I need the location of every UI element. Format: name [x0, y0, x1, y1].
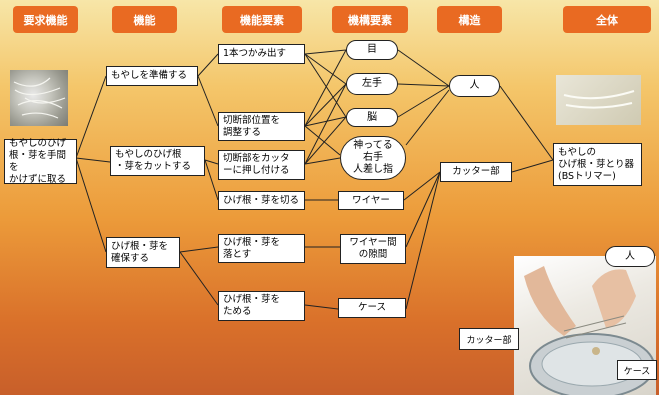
- photo-label-cutter: カッター部: [459, 328, 519, 350]
- structure-person: 人: [449, 75, 500, 97]
- line-e1-m3: [304, 53, 347, 118]
- photo-label-person: 人: [605, 246, 655, 267]
- structure-cutter: カッター部: [440, 162, 512, 182]
- header-structure: 構造: [437, 6, 502, 33]
- mechanism-wire-gap: ワイヤー間 の隙間: [340, 234, 406, 264]
- mechanism-wire: ワイヤー: [338, 191, 404, 210]
- line-m4-s1: [405, 89, 450, 146]
- line-f1-e2: [197, 75, 219, 127]
- element-store-roots: ひげ根・芽を ためる: [218, 291, 305, 321]
- trimmer-sprouts-graphic: [563, 90, 635, 109]
- sprouts-graphic: [13, 77, 66, 119]
- line-e3-m4: [304, 157, 341, 165]
- photo-label-case: ケース: [617, 360, 657, 380]
- line-e2-m4: [304, 125, 341, 156]
- line-e3-m2: [304, 83, 347, 165]
- trimmer-photo: [556, 75, 641, 125]
- line-m5-s2: [403, 171, 441, 201]
- header-requirement: 要求機能: [13, 6, 78, 33]
- mechanism-case: ケース: [338, 298, 406, 318]
- line-f3-e6: [179, 251, 219, 306]
- line-e6-m7: [304, 304, 339, 310]
- right-hand: [592, 269, 636, 328]
- line-m3-s1: [397, 85, 450, 118]
- function-collect-roots: ひげ根・芽を 確保する: [106, 237, 180, 268]
- element-pick-one: 1本つかみ出す: [218, 44, 305, 64]
- header-whole: 全体: [563, 6, 651, 33]
- line-m6-s2: [405, 171, 441, 248]
- mechanism-left-hand: 左手: [346, 73, 398, 95]
- line-s1-whole: [499, 85, 554, 161]
- line-f1-e1: [197, 53, 219, 77]
- line-req-f2: [75, 157, 111, 163]
- line-e2-m3: [304, 116, 347, 127]
- mechanism-brain: 脳: [346, 108, 398, 127]
- mechanism-eye: 目: [346, 40, 398, 60]
- line-s2-whole: [511, 159, 554, 173]
- line-m7-s2: [405, 171, 441, 310]
- function-prepare-sprouts: もやしを準備する: [106, 66, 198, 86]
- mechanism-right-index-finger: 神ってる 右手 人差し指: [340, 136, 406, 180]
- line-e2-m1: [304, 49, 347, 127]
- function-cut-roots: もやしのひげ根 ・芽をカットする: [110, 146, 205, 176]
- requirement-box: もやしのひげ 根・芽を手間を かけずに取る: [4, 138, 77, 185]
- element-drop-roots: ひげ根・芽を 落とす: [218, 234, 305, 263]
- line-req-f1: [75, 75, 107, 159]
- header-mechanism: 機構要素: [332, 6, 408, 33]
- header-function-element: 機能要素: [222, 6, 302, 33]
- element-press-cutter: 切断部をカッタ ーに押し付ける: [218, 150, 305, 180]
- header-function: 機能: [112, 6, 177, 33]
- line-m2-s1: [397, 83, 450, 87]
- bean-sprout-photo: [10, 70, 68, 126]
- line-f2-e3: [204, 159, 219, 165]
- line-f2-e4: [204, 159, 219, 201]
- line-req-f3: [75, 157, 107, 253]
- line-m1-s1: [397, 49, 450, 87]
- whole-product-box: もやしの ひげ根・芽とり器 (BSトリマー): [553, 143, 642, 186]
- line-e3-m3: [304, 116, 347, 165]
- element-cut-roots: ひげ根・芽を切る: [218, 191, 305, 210]
- left-hand: [524, 266, 576, 336]
- line-e1-m2: [304, 53, 347, 85]
- line-e2-m2: [304, 83, 347, 127]
- line-e1-m1: [304, 49, 347, 55]
- element-adjust-position: 切断部位置を 調整する: [218, 112, 305, 141]
- line-f3-e5: [179, 246, 219, 253]
